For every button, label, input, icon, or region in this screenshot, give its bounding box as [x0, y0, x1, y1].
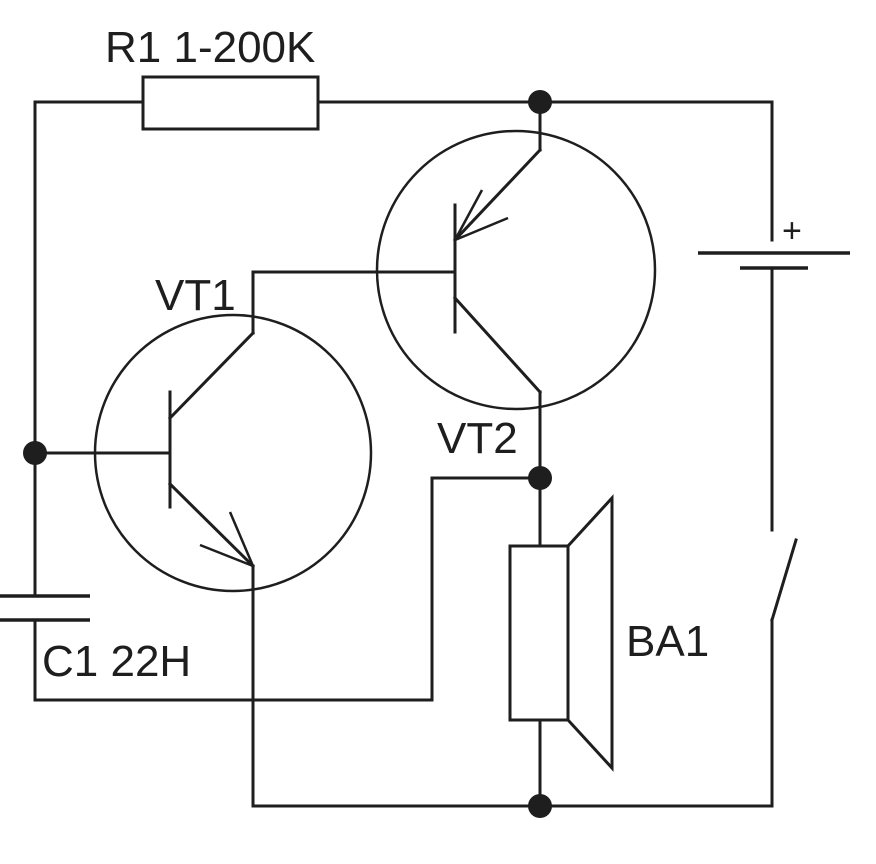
node-bottom: [528, 794, 552, 818]
switch-blade: [770, 538, 798, 622]
speaker-ba1: [508, 494, 614, 772]
capacitor-c1: [0, 594, 90, 622]
wire-top-left: [33, 100, 145, 598]
label-ba1: BA1: [626, 617, 709, 666]
wires: [33, 100, 774, 808]
wire-feedback: [33, 476, 542, 702]
node-left: [23, 441, 47, 465]
wire-vt1-collector-to-vt2-base: [251, 270, 454, 335]
label-vt1: VT1: [155, 271, 236, 320]
speaker-coil: [508, 544, 570, 722]
vt2-envelope: [375, 129, 657, 411]
vt2-emitter-arrow: [453, 189, 509, 242]
label-vt2: VT2: [437, 414, 518, 463]
vt1-collector-lead: [167, 330, 256, 421]
vt1-emitter-lead: [167, 481, 256, 569]
wire-bottom-right: [538, 618, 774, 808]
node-speaker-top: [528, 466, 552, 490]
label-r1: R1 1-200K: [105, 23, 315, 72]
label-c1: C1 22H: [42, 637, 191, 686]
junction-nodes: [23, 90, 552, 818]
wire-vt1-emitter: [251, 564, 542, 808]
transistor-vt2: [375, 129, 657, 411]
speaker-cone: [565, 494, 614, 772]
wire-top-right: [316, 100, 774, 242]
vt2-collector-lead: [452, 295, 543, 395]
node-top: [528, 90, 552, 114]
vt2-emitter-lead: [452, 147, 543, 243]
transistor-vt1: [93, 313, 373, 593]
resistor-r1: [141, 75, 320, 131]
battery: [698, 251, 850, 270]
label-battery-plus: +: [782, 212, 802, 250]
vt1-envelope: [93, 313, 373, 593]
vt1-emitter-arrow: [199, 511, 255, 568]
